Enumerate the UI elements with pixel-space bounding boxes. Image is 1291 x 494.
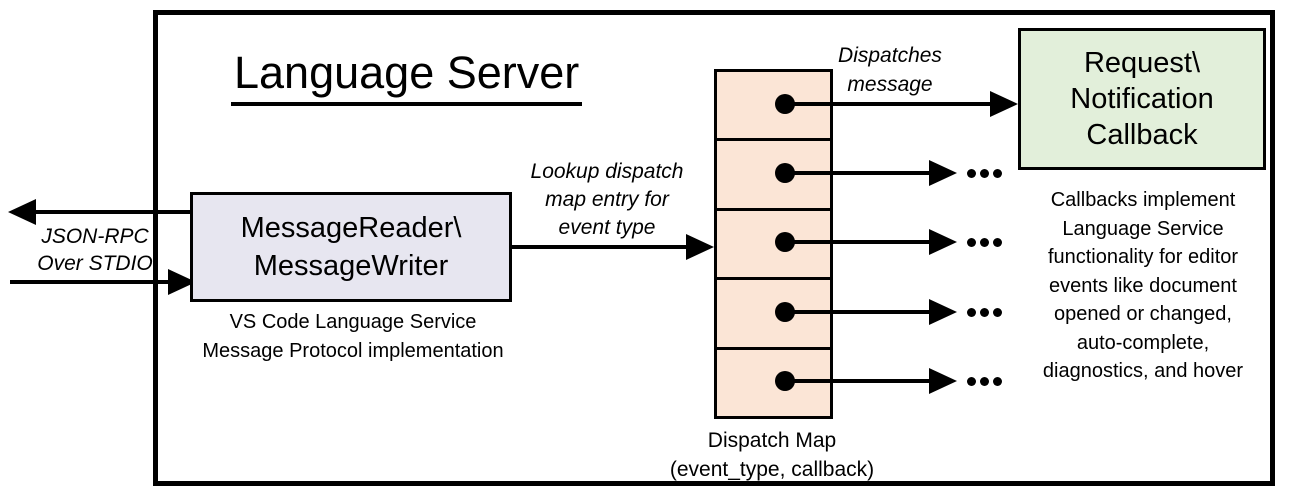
message-reader-writer-box: MessageReader\ MessageWriter	[190, 192, 512, 302]
reader-caption-line2: Message Protocol implementation	[202, 340, 504, 362]
stdio-in-arrow-line	[10, 280, 170, 284]
dispatch-arrowhead-icon	[929, 368, 957, 394]
ellipsis-icon	[967, 169, 1002, 178]
dispatch-arrowhead-icon	[929, 160, 957, 186]
lookup-label-line2: map entry for	[545, 188, 669, 211]
request-notification-callback-box: Request\ Notification Callback	[1018, 28, 1266, 170]
callbacks-note-line: diagnostics, and hover	[1042, 360, 1244, 382]
dispatch-arrow-line	[785, 171, 930, 175]
callbacks-note-line: Callbacks implement	[1050, 189, 1236, 211]
stdio-label-line1: JSON-RPC	[41, 225, 149, 248]
dispatch-arrow-line	[785, 240, 930, 244]
callbacks-note: Callbacks implement Language Service fun…	[1012, 186, 1274, 386]
dispatch-arrow-line	[785, 379, 930, 383]
dispatches-label: Dispatches message	[800, 41, 980, 99]
reader-caption: VS Code Language Service Message Protoco…	[163, 308, 543, 366]
stdio-out-arrowhead-icon	[8, 199, 36, 225]
reader-caption-line1: VS Code Language Service	[229, 311, 477, 333]
callback-box-line3: Callback	[1086, 119, 1198, 151]
stdio-label-line2: Over STDIO	[37, 252, 153, 275]
dispatches-label-line1: Dispatches	[838, 44, 942, 67]
callbacks-note-line: opened or changed,	[1054, 303, 1232, 325]
lookup-label: Lookup dispatch map entry for event type	[512, 158, 702, 242]
callback-box-line1: Request\	[1083, 47, 1201, 79]
dispatch-map-cell	[717, 207, 830, 277]
lookup-label-line1: Lookup dispatch	[530, 160, 684, 183]
stdio-out-arrow-line	[34, 210, 192, 214]
dispatch-arrow-line	[785, 310, 930, 314]
dispatch-map-cell	[717, 277, 830, 346]
ellipsis-icon	[967, 308, 1002, 317]
callbacks-note-line: events like document	[1049, 274, 1237, 297]
dispatch-map-stack	[714, 69, 833, 419]
callbacks-note-line: auto-complete,	[1076, 331, 1210, 354]
dispatches-label-line2: message	[847, 73, 933, 96]
dispatch-map-caption-line2: (event_type, callback)	[669, 458, 875, 481]
lookup-arrow-line	[512, 245, 688, 249]
dispatch-map-cell	[717, 346, 830, 416]
reader-box-line1: MessageReader\	[240, 212, 462, 244]
reader-box-line2: MessageWriter	[253, 250, 449, 282]
dispatch-map-cell	[717, 138, 830, 207]
callbacks-note-line: functionality for editor	[1047, 246, 1239, 268]
callback-box-line2: Notification	[1070, 83, 1214, 115]
dispatch-arrowhead-icon	[929, 299, 957, 325]
callbacks-note-line: Language Service	[1062, 217, 1224, 240]
dispatch-arrowhead-icon	[929, 229, 957, 255]
lookup-label-line3: event type	[558, 216, 656, 239]
dispatch-map-caption: Dispatch Map (event_type, callback)	[652, 426, 892, 484]
dispatch-map-caption-line1: Dispatch Map	[707, 429, 837, 452]
ellipsis-icon	[967, 238, 1002, 247]
lookup-arrowhead-icon	[686, 234, 714, 260]
page-title: Language Server	[231, 47, 583, 106]
dispatch-arrowhead-icon	[990, 91, 1018, 117]
stdio-label: JSON-RPC Over STDIO	[15, 223, 175, 277]
dispatch-arrow-line	[785, 102, 990, 106]
ellipsis-icon	[967, 377, 1002, 386]
